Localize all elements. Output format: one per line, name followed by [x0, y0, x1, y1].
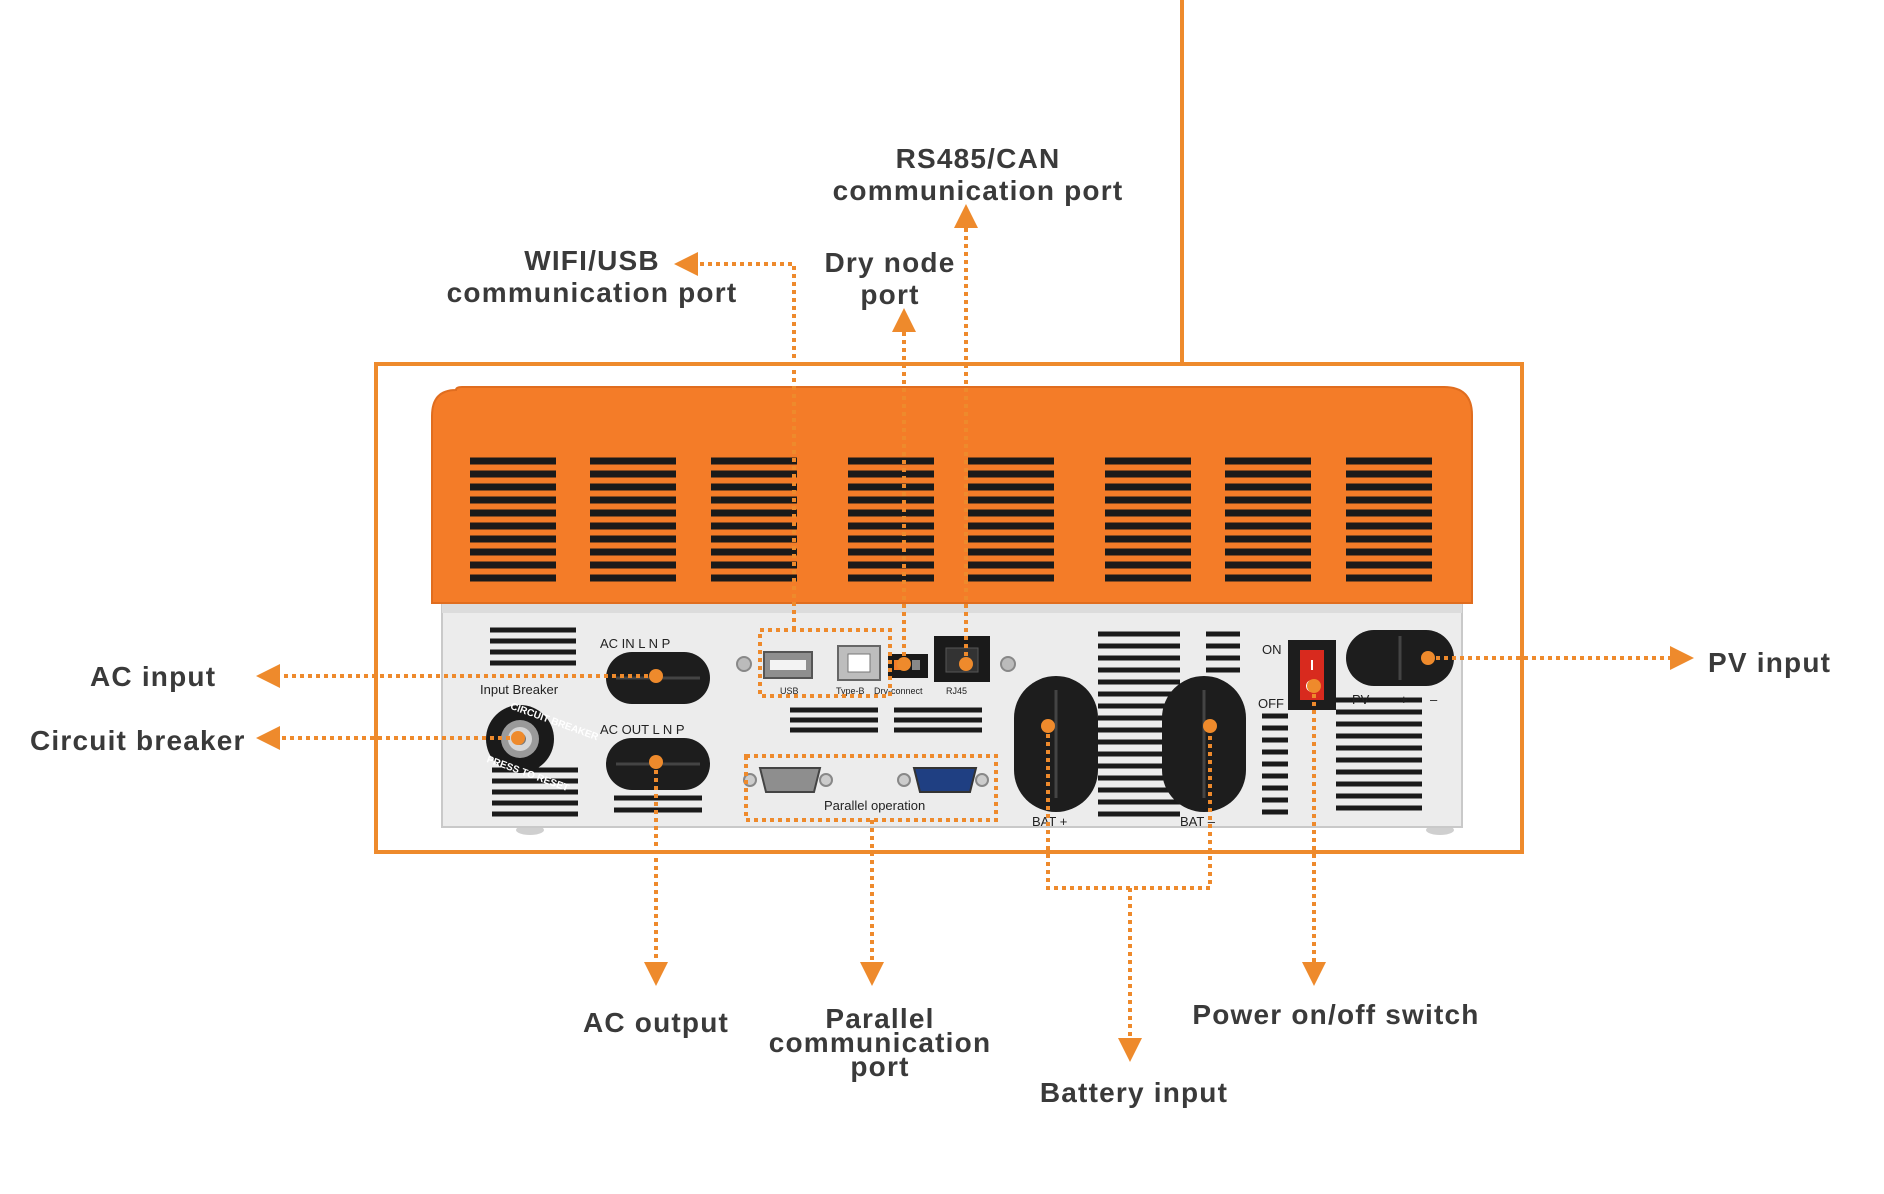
device-highlight-frame	[374, 362, 1524, 854]
dot-power-switch	[1307, 679, 1321, 693]
dry-connect-port-label: Dry-connect	[874, 686, 923, 696]
panel-screw-left	[736, 656, 752, 672]
arrow-rs485	[954, 204, 978, 228]
rs485-label-line2: communication port	[833, 175, 1124, 206]
parallel-label-line1: Parallel	[825, 1003, 934, 1034]
arrow-power-switch	[1302, 962, 1326, 986]
parallel-operation-label: Parallel operation	[824, 798, 925, 813]
arrow-battery	[1118, 1038, 1142, 1062]
vent-group-7	[1225, 457, 1311, 582]
dot-ac-input	[649, 669, 663, 683]
orange-housing	[431, 386, 1473, 604]
dot-ac-output	[649, 755, 663, 769]
battery-minus-terminal[interactable]	[1162, 676, 1246, 812]
parallel-highlight-box	[744, 754, 998, 822]
power-switch[interactable]	[1288, 640, 1336, 710]
parallel-label-line2: communication	[769, 1027, 992, 1058]
panel-screw-right	[1000, 656, 1016, 672]
battery-input-label: Battery input	[1040, 1077, 1228, 1108]
dot-battery-minus	[1203, 719, 1217, 733]
vent-group-4	[848, 457, 934, 582]
dot-pv-input	[1421, 651, 1435, 665]
dot-dry-node	[897, 657, 911, 671]
arrow-dry-node	[892, 308, 916, 332]
dot-circuit-breaker	[511, 731, 525, 745]
dot-rs485	[959, 657, 973, 671]
vent-group-5	[968, 457, 1054, 582]
parallel-label-line3: port	[850, 1051, 909, 1082]
type-b-port-label: Type-B	[836, 686, 865, 696]
pv-plus-label: +	[1400, 692, 1408, 707]
usb-port[interactable]	[763, 651, 813, 679]
vent-group-8	[1346, 457, 1432, 582]
type-b-port[interactable]	[837, 645, 881, 681]
arrow-pv-input	[1670, 646, 1694, 670]
bat-plus-label: BAT +	[1032, 814, 1067, 829]
grille-mid-right	[1098, 631, 1180, 817]
vent-group-6	[1105, 457, 1191, 582]
battery-plus-terminal[interactable]	[1014, 676, 1098, 812]
arrow-ac-output	[644, 962, 668, 986]
power-switch-label: Power on/off switch	[1192, 999, 1479, 1030]
parallel-port-male[interactable]	[743, 767, 833, 793]
parallel-port-female[interactable]	[897, 767, 989, 793]
rs485-label-line1: RS485/CAN	[896, 143, 1061, 174]
grille-lower-switch	[1262, 713, 1288, 815]
arrow-parallel	[860, 962, 884, 986]
pv-input-label: PV input	[1708, 647, 1831, 678]
grille-center-a	[790, 707, 878, 733]
pv-panel-label: PV	[1352, 692, 1370, 707]
ac-output-label: AC output	[583, 1007, 729, 1038]
switch-on-label: ON	[1262, 642, 1282, 657]
grille-center-b	[894, 707, 982, 733]
dry-node-label-line2: port	[860, 279, 919, 310]
arrow-circuit-breaker	[256, 726, 280, 750]
dry-node-label-line1: Dry node	[825, 247, 956, 278]
arrow-wifi-usb	[674, 252, 698, 276]
wifi-usb-label-line2: communication port	[447, 277, 738, 308]
arrow-ac-input	[256, 664, 280, 688]
pv-minus-label: –	[1430, 692, 1438, 707]
grille-bottom-left	[492, 767, 578, 817]
ac-out-panel-label: AC OUT L N P	[600, 722, 685, 737]
switch-off-label: OFF	[1258, 696, 1284, 711]
input-breaker-label: Input Breaker	[480, 682, 559, 697]
vent-group-2	[590, 457, 676, 582]
vent-group-1	[470, 457, 556, 582]
grille-right	[1336, 697, 1422, 811]
rear-panel-shadow	[442, 603, 1462, 613]
bat-minus-label: BAT –	[1180, 814, 1216, 829]
circuit-breaker-label: Circuit breaker	[30, 725, 246, 756]
grille-top-left	[490, 627, 576, 666]
usb-highlight-box	[758, 628, 892, 698]
rj45-port-label: RJ45	[946, 686, 967, 696]
leader-wifi-usb	[698, 262, 796, 630]
dot-battery-plus	[1041, 719, 1055, 733]
pv-input-terminal[interactable]	[1346, 630, 1454, 686]
wifi-usb-label-line1: WIFI/USB	[524, 245, 660, 276]
vent-group-3	[711, 457, 797, 582]
ac-input-label: AC input	[90, 661, 216, 692]
ac-in-panel-label: AC IN L N P	[600, 636, 670, 651]
usb-port-label: USB	[780, 686, 799, 696]
inverter-device: AC IN L N P Input Breaker AC OUT L N P C…	[431, 386, 1473, 835]
grille-near-switch	[1206, 631, 1240, 673]
